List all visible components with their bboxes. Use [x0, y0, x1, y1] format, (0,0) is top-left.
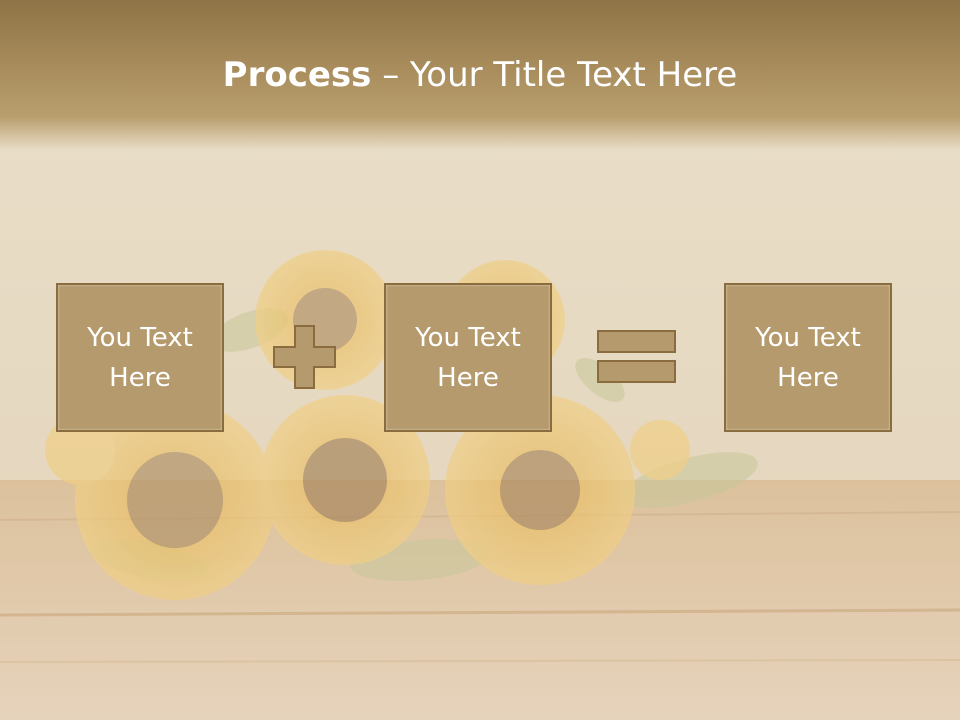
- title-rest-text: Your Title Text Here: [410, 55, 738, 95]
- box-text-line2: Here: [437, 362, 499, 393]
- plus-icon: [273, 325, 336, 389]
- box-text-line1: You Text: [755, 322, 861, 353]
- title-bold-text: Process: [222, 55, 372, 95]
- box-text-line1: You Text: [415, 322, 521, 353]
- slide-title: Process – Your Title Text Here: [0, 52, 960, 98]
- box-text-line1: You Text: [87, 322, 193, 353]
- title-band: [0, 0, 960, 150]
- process-box-3[interactable]: You Text Here: [724, 283, 892, 432]
- title-dash: –: [371, 55, 411, 95]
- box-text-line2: Here: [109, 362, 171, 393]
- equals-icon: [597, 330, 676, 383]
- process-box-2[interactable]: You Text Here: [384, 283, 552, 432]
- process-box-1[interactable]: You Text Here: [56, 283, 224, 432]
- box-text-line2: Here: [777, 362, 839, 393]
